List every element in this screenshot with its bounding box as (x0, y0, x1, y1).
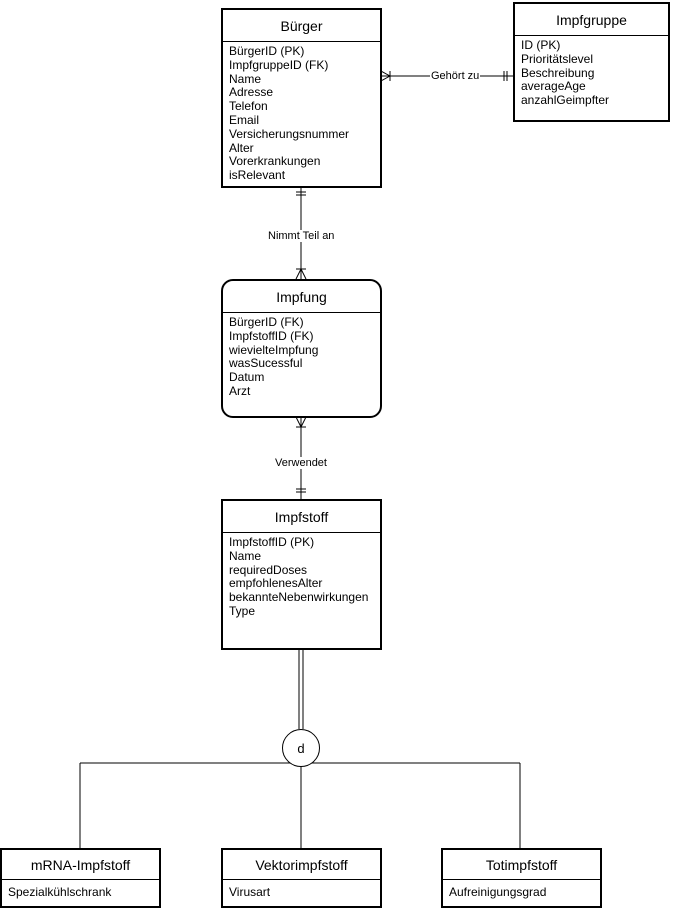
attribute-list: ImpfstoffID (PK) Name requiredDoses empf… (223, 533, 380, 619)
entity-title: Impfstoff (223, 501, 380, 533)
attribute-list: Spezialkühlschrank (2, 880, 159, 900)
attribute: Name (229, 71, 262, 86)
attribute: Prioritätslevel (521, 51, 594, 66)
attribute: Beschreibung (521, 65, 595, 80)
rel-label-gehoert-zu: Gehört zu (430, 70, 481, 82)
attribute-list: Virusart (223, 880, 380, 900)
attribute: empfohlenesAlter (229, 576, 323, 591)
attribute-list: Aufreinigungsgrad (443, 880, 600, 900)
attribute: Name (229, 548, 262, 563)
attribute: Adresse (229, 85, 274, 100)
attribute: isRelevant (229, 168, 286, 183)
rel-label-nimmt-teil-an: Nimmt Teil an (267, 230, 336, 242)
attribute: requiredDoses (229, 562, 308, 577)
attribute: wasSucessful (229, 356, 303, 371)
entity-impfung[interactable]: Impfung BürgerID (FK) ImpfstoffID (FK) w… (221, 279, 382, 418)
attribute: Email (229, 112, 260, 127)
attribute-list: BürgerID (FK) ImpfstoffID (FK) wievielte… (223, 313, 380, 399)
entity-impfgruppe[interactable]: Impfgruppe ID (PK) Prioritätslevel Besch… (513, 2, 670, 122)
entity-impfstoff[interactable]: Impfstoff ImpfstoffID (PK) Name required… (221, 499, 382, 650)
entity-title: Impfgruppe (515, 4, 668, 36)
attribute: Telefon (229, 99, 268, 114)
attribute-list: ID (PK) Prioritätslevel Beschreibung ave… (515, 36, 668, 108)
attribute: ID (PK) (521, 38, 561, 52)
attribute: Spezialkühlschrank (8, 885, 112, 899)
attribute: BürgerID (PK) (229, 44, 305, 58)
attribute: Datum (229, 370, 265, 385)
disjoint-symbol: d (297, 740, 305, 756)
entity-title: Vektorimpfstoff (223, 850, 380, 880)
entity-title: Totimpfstoff (443, 850, 600, 880)
crowfoot-mark (300, 268, 307, 280)
attribute: ImpfgruppeID (FK) (229, 57, 329, 72)
crowfoot-mark (295, 416, 302, 428)
crowfoot-mark (380, 75, 391, 82)
attribute: Alter (229, 140, 254, 155)
attribute: Arzt (229, 383, 251, 398)
crowfoot-mark (295, 268, 302, 280)
attribute: Versicherungsnummer (229, 126, 350, 141)
attribute: bekannteNebenwirkungen (229, 590, 369, 605)
rel-label-verwendet: Verwendet (274, 457, 328, 469)
attribute: anzahlGeimpfter (521, 93, 610, 108)
attribute-list: BürgerID (PK) ImpfgruppeID (FK) Name Adr… (223, 42, 380, 183)
entity-totimpfstoff[interactable]: Totimpfstoff Aufreinigungsgrad (441, 848, 602, 908)
attribute: Aufreinigungsgrad (449, 885, 547, 899)
entity-buerger[interactable]: Bürger BürgerID (PK) ImpfgruppeID (FK) N… (221, 8, 382, 188)
attribute: Vorerkrankungen (229, 154, 321, 169)
attribute: Type (229, 603, 256, 618)
attribute: wievielteImpfung (229, 342, 319, 357)
crowfoot-mark (300, 416, 307, 428)
attribute: BürgerID (FK) (229, 315, 304, 329)
attribute: Virusart (229, 885, 271, 899)
entity-title: Bürger (223, 10, 380, 42)
entity-vektorimpfstoff[interactable]: Vektorimpfstoff Virusart (221, 848, 382, 908)
entity-title: Impfung (223, 281, 380, 313)
crowfoot-mark (380, 70, 391, 77)
attribute: ImpfstoffID (PK) (229, 535, 315, 549)
entity-title: mRNA-Impfstoff (2, 850, 159, 880)
attribute: averageAge (521, 79, 586, 94)
attribute: ImpfstoffID (FK) (229, 328, 314, 343)
disjoint-specialization-circle[interactable]: d (282, 729, 320, 767)
entity-mrna-impfstoff[interactable]: mRNA-Impfstoff Spezialkühlschrank (0, 848, 161, 908)
